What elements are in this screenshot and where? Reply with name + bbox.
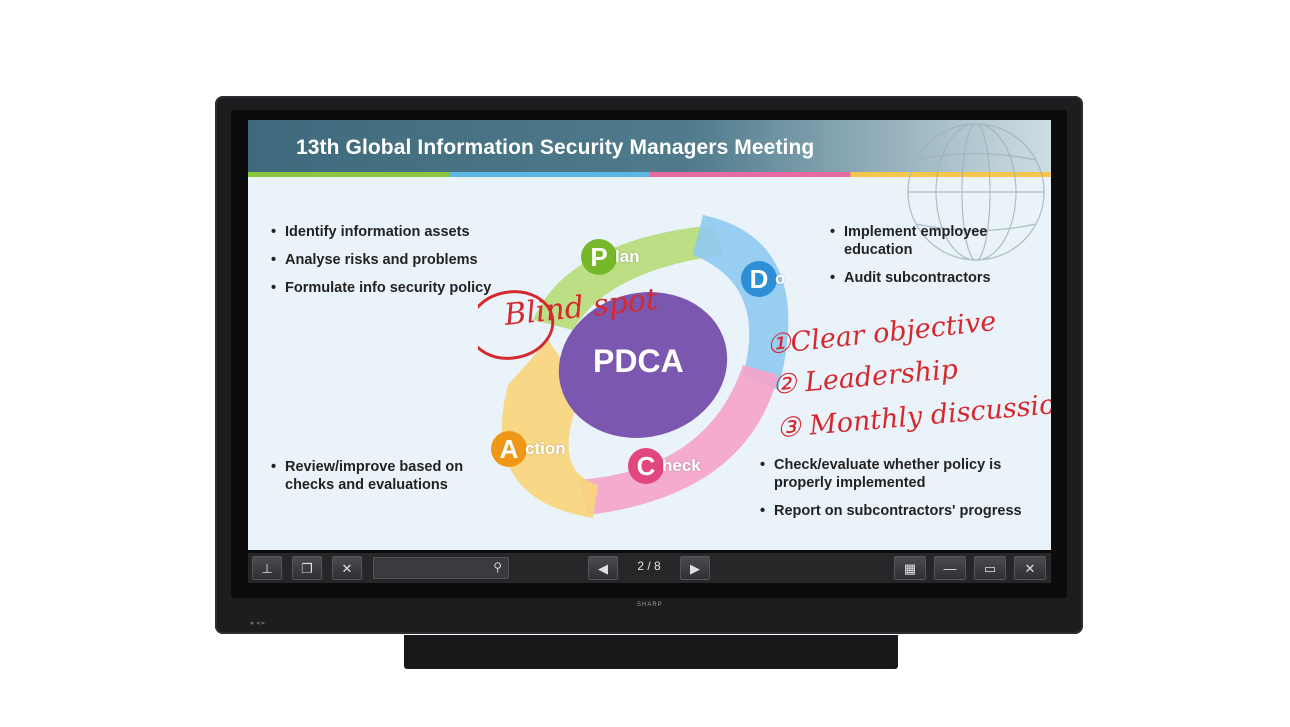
close-icon: ✕: [1024, 561, 1036, 576]
plan-rest: lan: [615, 247, 640, 266]
bullets-bottom-left: Review/improve based on checks and evalu…: [271, 458, 481, 504]
brand-logo: SHARP: [637, 602, 663, 608]
tools-button[interactable]: ✕: [332, 556, 362, 580]
presentation-toolbar: ⊥ ❐ ✕ ⚲ ◀ 2 / 8 ▶ ▦ — ▭ ✕: [248, 553, 1051, 583]
action-rest: ction: [525, 439, 566, 458]
minimize-icon: —: [943, 561, 957, 576]
search-input[interactable]: ⚲: [373, 557, 509, 579]
monitor-stand: [404, 635, 898, 669]
window-icon: ▭: [983, 561, 997, 576]
next-page-button[interactable]: ▶: [680, 556, 710, 580]
bullet-item: Report on subcontractors' progress: [760, 502, 1040, 520]
prev-page-button[interactable]: ◀: [588, 556, 618, 580]
plan-cap: P: [581, 239, 617, 275]
page-indicator: 2 / 8: [637, 559, 661, 573]
bullet-item: Formulate info security policy: [271, 279, 511, 297]
bullet-item: Audit subcontractors: [830, 269, 1020, 287]
display-button[interactable]: ▦: [894, 556, 926, 580]
bullet-item: Implement employee education: [830, 223, 1020, 259]
pages-icon: ❐: [301, 561, 313, 576]
slide-title-bar: 13th Global Information Security Manager…: [248, 120, 1051, 172]
bullets-top-right: Implement employee education Audit subco…: [830, 223, 1020, 297]
power-indicator: ● ◂ ▸: [250, 620, 266, 627]
do-rest: o: [775, 269, 786, 288]
tools-icon: ✕: [341, 561, 353, 576]
plan-arc: [533, 225, 723, 330]
prev-icon: ◀: [598, 561, 608, 576]
search-icon: ⚲: [493, 560, 502, 574]
bullet-item: Analyse risks and problems: [271, 251, 511, 269]
pin-icon: ⊥: [261, 561, 273, 576]
bullet-item: Identify information assets: [271, 223, 511, 241]
check-arc: [578, 365, 778, 515]
do-arc: [693, 215, 789, 390]
blind-spot-circle: [478, 290, 555, 360]
slide-screen: 13th Global Information Security Manager…: [248, 120, 1051, 550]
display-icon: ▦: [903, 561, 917, 576]
bullet-item: Check/evaluate whether policy is properl…: [760, 456, 1040, 492]
next-icon: ▶: [690, 561, 700, 576]
slide-title: 13th Global Information Security Manager…: [296, 136, 815, 159]
action-cap: A: [491, 431, 527, 467]
pdca-center-label: PDCA: [593, 343, 684, 379]
bullet-item: Review/improve based on checks and evalu…: [271, 458, 481, 494]
color-stripe: [248, 172, 1051, 177]
bullets-top-left: Identify information assets Analyse risk…: [271, 223, 511, 307]
check-cap: C: [628, 448, 664, 484]
bullets-bottom-right: Check/evaluate whether policy is properl…: [760, 456, 1040, 530]
close-button[interactable]: ✕: [1014, 556, 1046, 580]
window-button[interactable]: ▭: [974, 556, 1006, 580]
pdca-center-ellipse: [558, 292, 728, 438]
check-rest: heck: [662, 456, 701, 475]
pages-button[interactable]: ❐: [292, 556, 322, 580]
minimize-button[interactable]: —: [934, 556, 966, 580]
pdca-cycle-diagram: [478, 215, 789, 518]
pin-button[interactable]: ⊥: [252, 556, 282, 580]
do-cap: D: [741, 261, 777, 297]
